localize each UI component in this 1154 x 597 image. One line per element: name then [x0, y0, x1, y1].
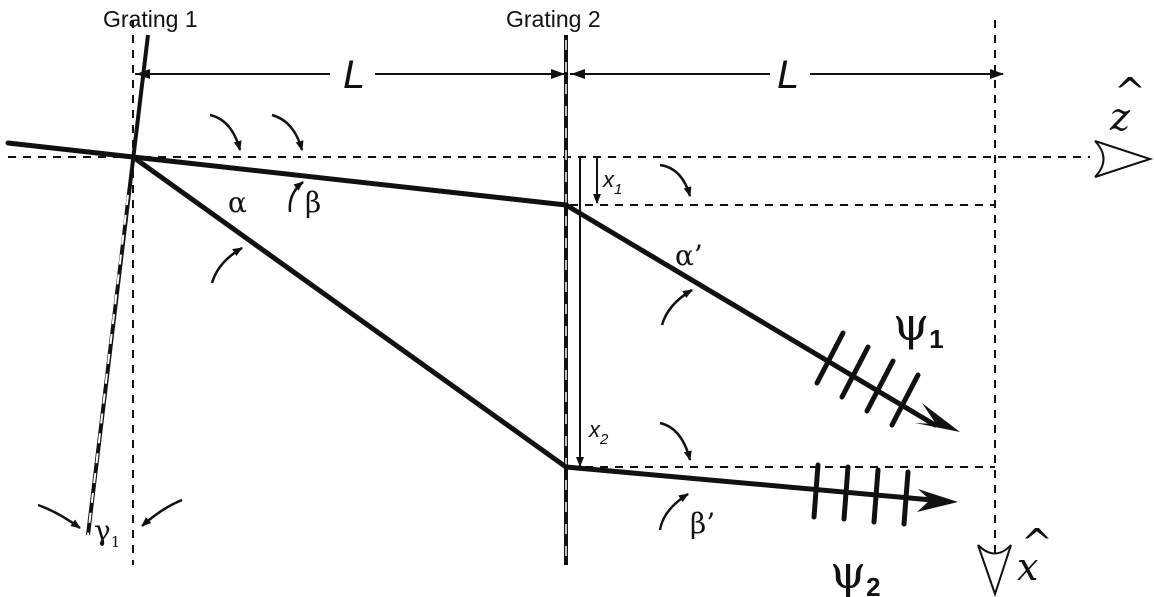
z-axis-hat: ^ — [1114, 70, 1146, 114]
angle-indicators — [37, 113, 693, 531]
psi2-arrowhead — [917, 489, 958, 512]
beam-beta — [130, 154, 569, 208]
z-axis-label: z — [1109, 95, 1131, 139]
beam-alpha — [130, 154, 569, 470]
psi1-arrowhead — [915, 403, 960, 432]
distance2-label: L — [777, 53, 799, 97]
z-axis-arrowhead — [1094, 140, 1154, 178]
alpha-label: α — [228, 186, 247, 219]
beta-prime-label: β’ — [690, 507, 715, 540]
alpha-prime-label: α’ — [675, 239, 703, 272]
incident-beam — [5, 140, 136, 160]
reference-lines — [8, 20, 1090, 565]
grating2-label: Grating 2 — [506, 6, 601, 32]
grating1-label: Grating 1 — [103, 6, 198, 32]
beam-alpha-prime — [563, 202, 938, 428]
x-axis-arrowhead — [977, 544, 1012, 597]
x1-label: x1 — [602, 167, 622, 198]
distance1-label: L — [343, 53, 365, 97]
grating-1 — [86, 34, 150, 536]
beam-beta-prime — [563, 464, 935, 503]
x2-label: x2 — [588, 417, 609, 448]
displacement-arrows — [576, 157, 601, 467]
psi1-label: ψ1 — [893, 297, 944, 354]
beta-label: β — [305, 186, 321, 219]
x-axis-label: x — [1017, 545, 1038, 589]
psi2-wavefronts — [811, 462, 911, 527]
gamma-label: γ1 — [94, 514, 120, 551]
psi1-wavefronts — [814, 330, 921, 428]
beam-paths — [5, 140, 938, 503]
psi2-label: ψ2 — [830, 545, 881, 597]
x-axis-hat: ^ — [1021, 521, 1053, 565]
